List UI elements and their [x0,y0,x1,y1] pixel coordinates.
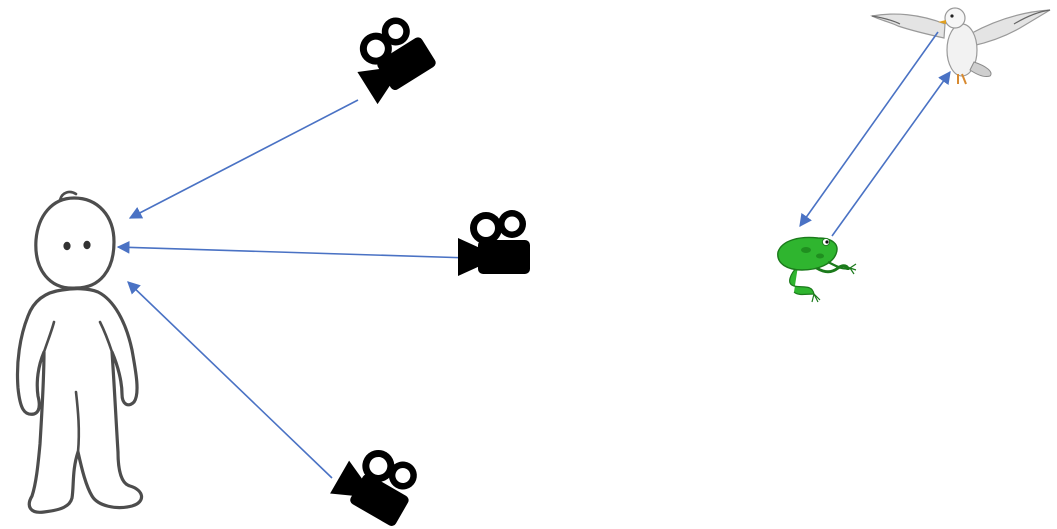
seagull-icon [870,7,1051,85]
arrow-camera-top-to-person [128,99,359,219]
arrow-camera-bottom-to-person [127,281,333,479]
arrow-camera-middle-to-person [116,240,472,265]
camera-middle-icon [458,210,530,276]
camera-bottom-icon [330,436,426,529]
left-eye [63,241,71,251]
camera-top-icon [342,10,439,105]
arrow-frog-to-seagull [831,70,951,237]
stick-person-icon [15,190,144,514]
arrow-seagull-to-frog [799,31,939,228]
right-eye [83,240,91,250]
frog-icon [777,236,857,303]
